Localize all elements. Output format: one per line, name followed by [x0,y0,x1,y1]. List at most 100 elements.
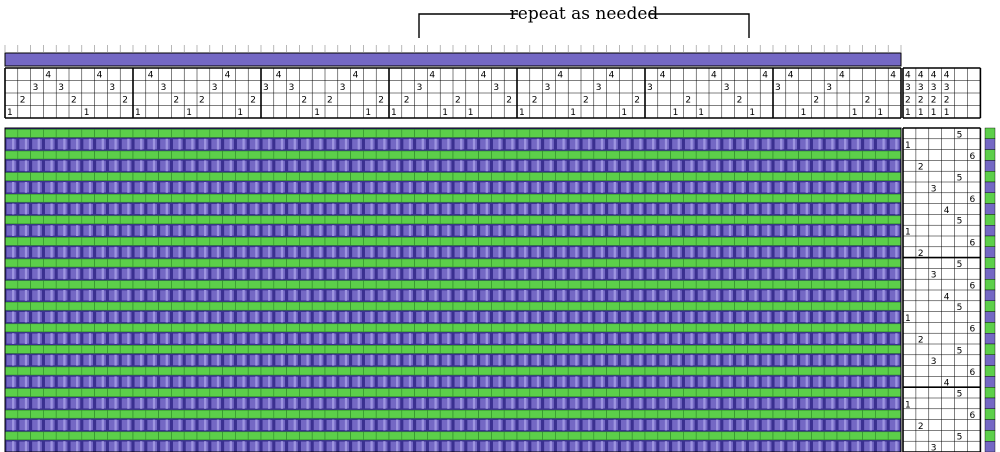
warp-float [377,440,389,452]
warp-float [389,268,401,280]
weft-float [567,431,582,441]
weft-float [375,172,390,181]
warp-highlight [50,419,53,431]
warp-highlight [805,290,808,301]
warp-highlight [447,138,450,150]
weft-float [427,215,441,225]
warp-float [389,311,401,323]
weft-float [516,409,531,419]
warp-highlight [780,419,783,431]
warp-highlight [306,225,309,236]
warp-highlight [600,268,604,280]
warp-float [69,246,81,258]
warp-highlight [306,268,309,280]
warp-highlight [152,311,156,323]
warp-float [210,311,222,323]
weft-float [465,237,479,246]
warp-float [338,354,350,366]
weft-float [516,323,531,333]
warp-highlight [101,160,104,172]
threading-number: 1 [391,108,397,118]
warp-float [594,160,606,172]
warp-float [569,138,581,150]
warp-float [530,246,542,258]
warp-float [351,160,363,172]
weft-float [747,129,761,138]
warp-float [159,376,171,388]
warp-highlight [818,398,821,409]
weft-float [375,323,390,333]
weft-float [363,388,377,397]
warp-highlight [280,290,284,301]
warp-float [479,289,491,302]
warp-highlight [306,138,309,150]
warp-float [761,160,773,172]
weft-float [772,323,787,333]
weft-float [209,237,223,246]
warp-highlight [792,419,796,431]
warp-highlight [767,441,770,452]
warp-highlight [421,160,424,172]
weft-float [887,150,902,160]
warp-highlight [460,376,463,388]
warp-float [633,311,645,323]
warp-float [441,224,453,237]
weft-float [785,215,799,225]
weft-float [887,258,902,268]
warp-highlight [677,441,680,452]
warp-float [837,268,849,280]
warp-float [889,160,901,172]
weft-float [337,129,351,138]
warp-highlight [856,138,860,150]
warp-highlight [178,268,181,280]
weft-float [311,258,326,268]
warp-highlight [447,203,450,215]
weft-float [683,129,697,138]
weft-float [887,366,902,376]
warp-float [300,160,312,172]
warp-float [236,224,248,237]
warp-float [351,332,363,345]
warp-highlight [485,246,488,258]
warp-float [837,376,849,388]
weft-float [30,258,44,268]
weft-float [542,345,556,354]
warp-float [210,181,222,194]
warp-highlight [741,419,744,431]
weft-float [337,431,351,441]
weft-float [862,345,876,354]
warp-float [697,311,709,323]
warp-highlight [792,441,796,452]
warp-float [837,138,849,150]
weft-float [465,129,479,138]
warp-highlight [216,354,220,366]
warp-highlight [741,354,744,366]
warp-float [108,397,120,410]
weft-float [772,129,787,138]
weft-float [375,345,390,354]
warp-float [415,332,427,345]
warp-float [415,311,427,323]
warp-highlight [306,182,309,193]
threading-number: 4 [148,71,154,81]
warp-highlight [844,225,847,236]
weft-float [836,323,851,333]
warp-highlight [882,225,885,236]
warp-float [44,138,56,150]
warp-highlight [524,246,527,258]
warp-highlight [447,290,450,301]
weft-float [427,129,441,138]
warp-highlight [421,311,424,323]
weft-float [683,237,697,246]
warp-highlight [280,354,284,366]
weft-float [708,280,723,289]
weft-float [183,237,198,246]
warp-highlight [562,268,565,280]
warp-float [197,289,209,302]
weft-float [337,301,351,311]
warp-highlight [332,398,335,409]
warp-highlight [37,354,40,366]
warp-float [313,440,325,452]
warp-highlight [216,225,220,236]
weft-float [299,193,313,203]
